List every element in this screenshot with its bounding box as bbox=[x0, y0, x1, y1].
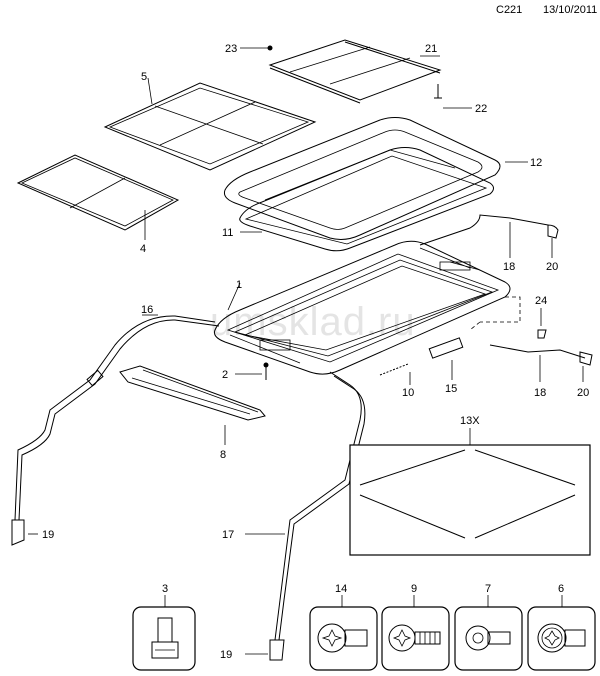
callout-20-lower: 20 bbox=[577, 387, 589, 399]
callout-3: 3 bbox=[162, 583, 168, 595]
deflector-8 bbox=[119, 365, 266, 445]
drain-hose-16 bbox=[11, 314, 220, 546]
clip-24 bbox=[537, 308, 547, 339]
callout-18-upper: 18 bbox=[503, 261, 515, 273]
callout-7: 7 bbox=[485, 583, 491, 595]
connector-lines bbox=[469, 296, 521, 331]
callout-1: 1 bbox=[236, 279, 242, 291]
callout-13x: 13X bbox=[460, 415, 480, 427]
callout-19-bottom: 19 bbox=[220, 649, 232, 661]
drain-hose-17 bbox=[245, 371, 366, 661]
callout-12: 12 bbox=[530, 157, 542, 169]
callout-8: 8 bbox=[220, 449, 226, 461]
callout-16: 16 bbox=[141, 304, 153, 316]
callout-23: 23 bbox=[225, 43, 237, 55]
screw-2 bbox=[235, 362, 269, 380]
seal-kit-13x bbox=[349, 428, 591, 556]
diagram-code: C221 bbox=[496, 4, 523, 16]
guide-parts-10-15 bbox=[379, 337, 464, 385]
callout-10: 10 bbox=[402, 387, 414, 399]
fastener-6 bbox=[527, 595, 596, 671]
callout-15: 15 bbox=[445, 383, 457, 395]
callout-17: 17 bbox=[222, 529, 234, 541]
callout-21: 21 bbox=[425, 43, 437, 55]
callout-14: 14 bbox=[335, 583, 347, 595]
callout-4: 4 bbox=[140, 243, 146, 255]
callout-20-upper: 20 bbox=[546, 261, 558, 273]
glass-panel-4 bbox=[16, 154, 180, 240]
glass-panel-5 bbox=[103, 77, 317, 171]
callout-22: 22 bbox=[475, 103, 487, 115]
fastener-3 bbox=[132, 595, 196, 671]
fastener-14 bbox=[309, 595, 378, 671]
callout-24: 24 bbox=[535, 295, 547, 307]
callout-6: 6 bbox=[558, 583, 564, 595]
diagram-date: 13/10/2011 bbox=[543, 4, 598, 16]
frame-12 bbox=[224, 117, 528, 240]
callout-18-lower: 18 bbox=[534, 387, 546, 399]
fastener-7 bbox=[454, 595, 523, 671]
watermark-text: umsklad.ru bbox=[210, 300, 416, 344]
drain-hose-18-upper bbox=[419, 214, 559, 258]
callout-5: 5 bbox=[141, 71, 147, 83]
callout-11: 11 bbox=[222, 227, 233, 239]
sunshade-rail-part bbox=[240, 39, 472, 109]
fastener-9 bbox=[381, 595, 450, 671]
mechanism-frame-1 bbox=[214, 240, 511, 375]
drain-hose-18-lower bbox=[489, 344, 593, 382]
callout-19-left: 19 bbox=[42, 529, 54, 541]
seal-11 bbox=[239, 147, 494, 252]
callout-2: 2 bbox=[222, 369, 228, 381]
callout-9: 9 bbox=[411, 583, 417, 595]
